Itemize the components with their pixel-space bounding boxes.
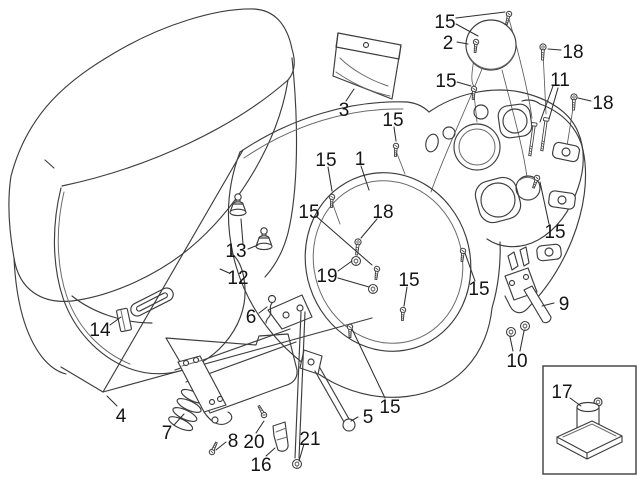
callout-label: 5: [363, 407, 374, 428]
callout-label: 15: [544, 222, 565, 243]
callout-label: 17: [551, 382, 572, 403]
callout-label: 7: [162, 423, 173, 444]
callout-label: 6: [246, 307, 257, 328]
screw-15: [328, 193, 336, 209]
screw-20: [255, 404, 269, 420]
latch-bracket-16: [272, 421, 289, 452]
callout-label: 20: [243, 432, 264, 453]
helmet-bucket: [227, 101, 501, 398]
support-link-9: [504, 246, 552, 338]
callout-label: 21: [299, 429, 320, 450]
callout-label: 15: [468, 279, 489, 300]
callout-label: 13: [225, 241, 246, 262]
nut-10-a: [505, 326, 517, 338]
under-seat-sheet: [60, 149, 373, 393]
leader-lines: [106, 11, 592, 462]
callout-label: 14: [89, 320, 111, 341]
callout-label: 18: [592, 93, 613, 114]
spacer-17: [556, 397, 623, 460]
bumper-13-b: [255, 227, 273, 251]
pin-rod-5: [314, 367, 356, 432]
callout-label: 15: [382, 110, 403, 131]
callout-label: 15: [315, 150, 336, 171]
detail-box-17: [542, 365, 637, 475]
callout-label: 12: [227, 268, 248, 289]
callout-label: 2: [443, 33, 454, 54]
flange-nut-19-b: [367, 283, 379, 295]
callout-label: 4: [116, 406, 127, 427]
callout-label: 15: [398, 270, 419, 291]
screw-19: [372, 265, 381, 281]
seat-pan: [53, 187, 246, 375]
cotter-pin-6: [265, 294, 277, 324]
seat-strap: [130, 287, 174, 317]
callout-label: 15: [298, 202, 319, 223]
hinge-bracket-7: [168, 355, 233, 432]
screw-18: [569, 93, 578, 111]
seat-lock-rod: [294, 311, 306, 459]
flange-nut-19-a: [350, 255, 362, 267]
screw-15: [399, 306, 407, 322]
strap-buckle: [116, 307, 132, 333]
nut-21: [291, 458, 303, 470]
screw-15: [458, 247, 467, 263]
lock-barrel: [515, 175, 541, 201]
callout-label: 15: [434, 12, 455, 33]
callout-label: 3: [339, 100, 350, 121]
nut-10-b: [519, 320, 531, 332]
callout-label: 9: [559, 294, 570, 315]
screw-15: [503, 10, 513, 26]
rear-frame: [504, 99, 587, 314]
screw-15: [392, 142, 400, 158]
bumper-13-a: [229, 193, 247, 217]
seat-cover: [8, 8, 298, 375]
callout-label: 11: [550, 70, 570, 91]
callout-label: 8: [228, 431, 239, 452]
callout-label: 15: [435, 71, 456, 92]
lock-cap: [465, 19, 517, 71]
callout-label: 18: [562, 42, 583, 63]
callout-label: 15: [379, 397, 400, 418]
tool-pouch: [332, 32, 402, 100]
callout-label: 10: [506, 351, 527, 372]
bolt-11-b: [538, 117, 550, 152]
screw-18: [538, 43, 547, 61]
callout-label: 19: [316, 266, 337, 287]
callout-label: 1: [355, 149, 366, 170]
callout-label: 18: [372, 202, 393, 223]
callout-label: 16: [250, 455, 271, 476]
callout-labels: 15 2 18 15 11 18 3 15 15 1 15 18 15 13 1…: [89, 12, 613, 476]
